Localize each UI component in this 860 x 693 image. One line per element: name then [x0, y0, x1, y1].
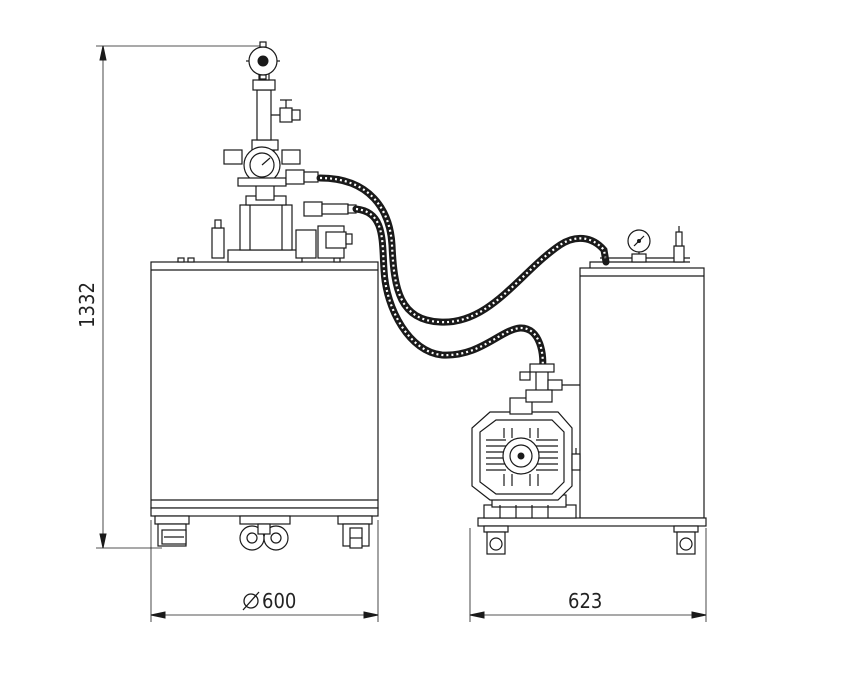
height-label: 1332 — [75, 282, 99, 328]
transfer-hose-lower — [352, 205, 547, 376]
pressure-gauge-top — [246, 41, 280, 80]
gauge-right — [627, 229, 651, 253]
vessel-caster-wheels — [154, 515, 373, 551]
cart-caster-right — [673, 525, 699, 555]
caster-left — [154, 515, 190, 547]
caster-center — [239, 515, 291, 551]
pump-cooling-fins — [486, 428, 558, 486]
diameter-symbol — [242, 591, 260, 611]
dewar-vessel — [150, 257, 379, 517]
caster-right — [337, 515, 373, 549]
right-width-label: 623 — [568, 589, 602, 613]
left-width-label: 600 — [262, 589, 296, 613]
transfer-hose-upper — [316, 174, 610, 326]
left-width-dimension: 600 — [150, 520, 379, 622]
cart-caster-wheels — [477, 517, 707, 555]
cart-caster-left — [483, 525, 509, 555]
vacuum-pump — [471, 363, 581, 519]
pressure-gauge-panel — [223, 146, 301, 187]
height-dimension: 1332 — [75, 45, 262, 549]
pump-cabinet — [579, 226, 705, 519]
right-width-dimension: 623 — [469, 528, 707, 622]
dewar-top-assembly — [211, 41, 357, 263]
